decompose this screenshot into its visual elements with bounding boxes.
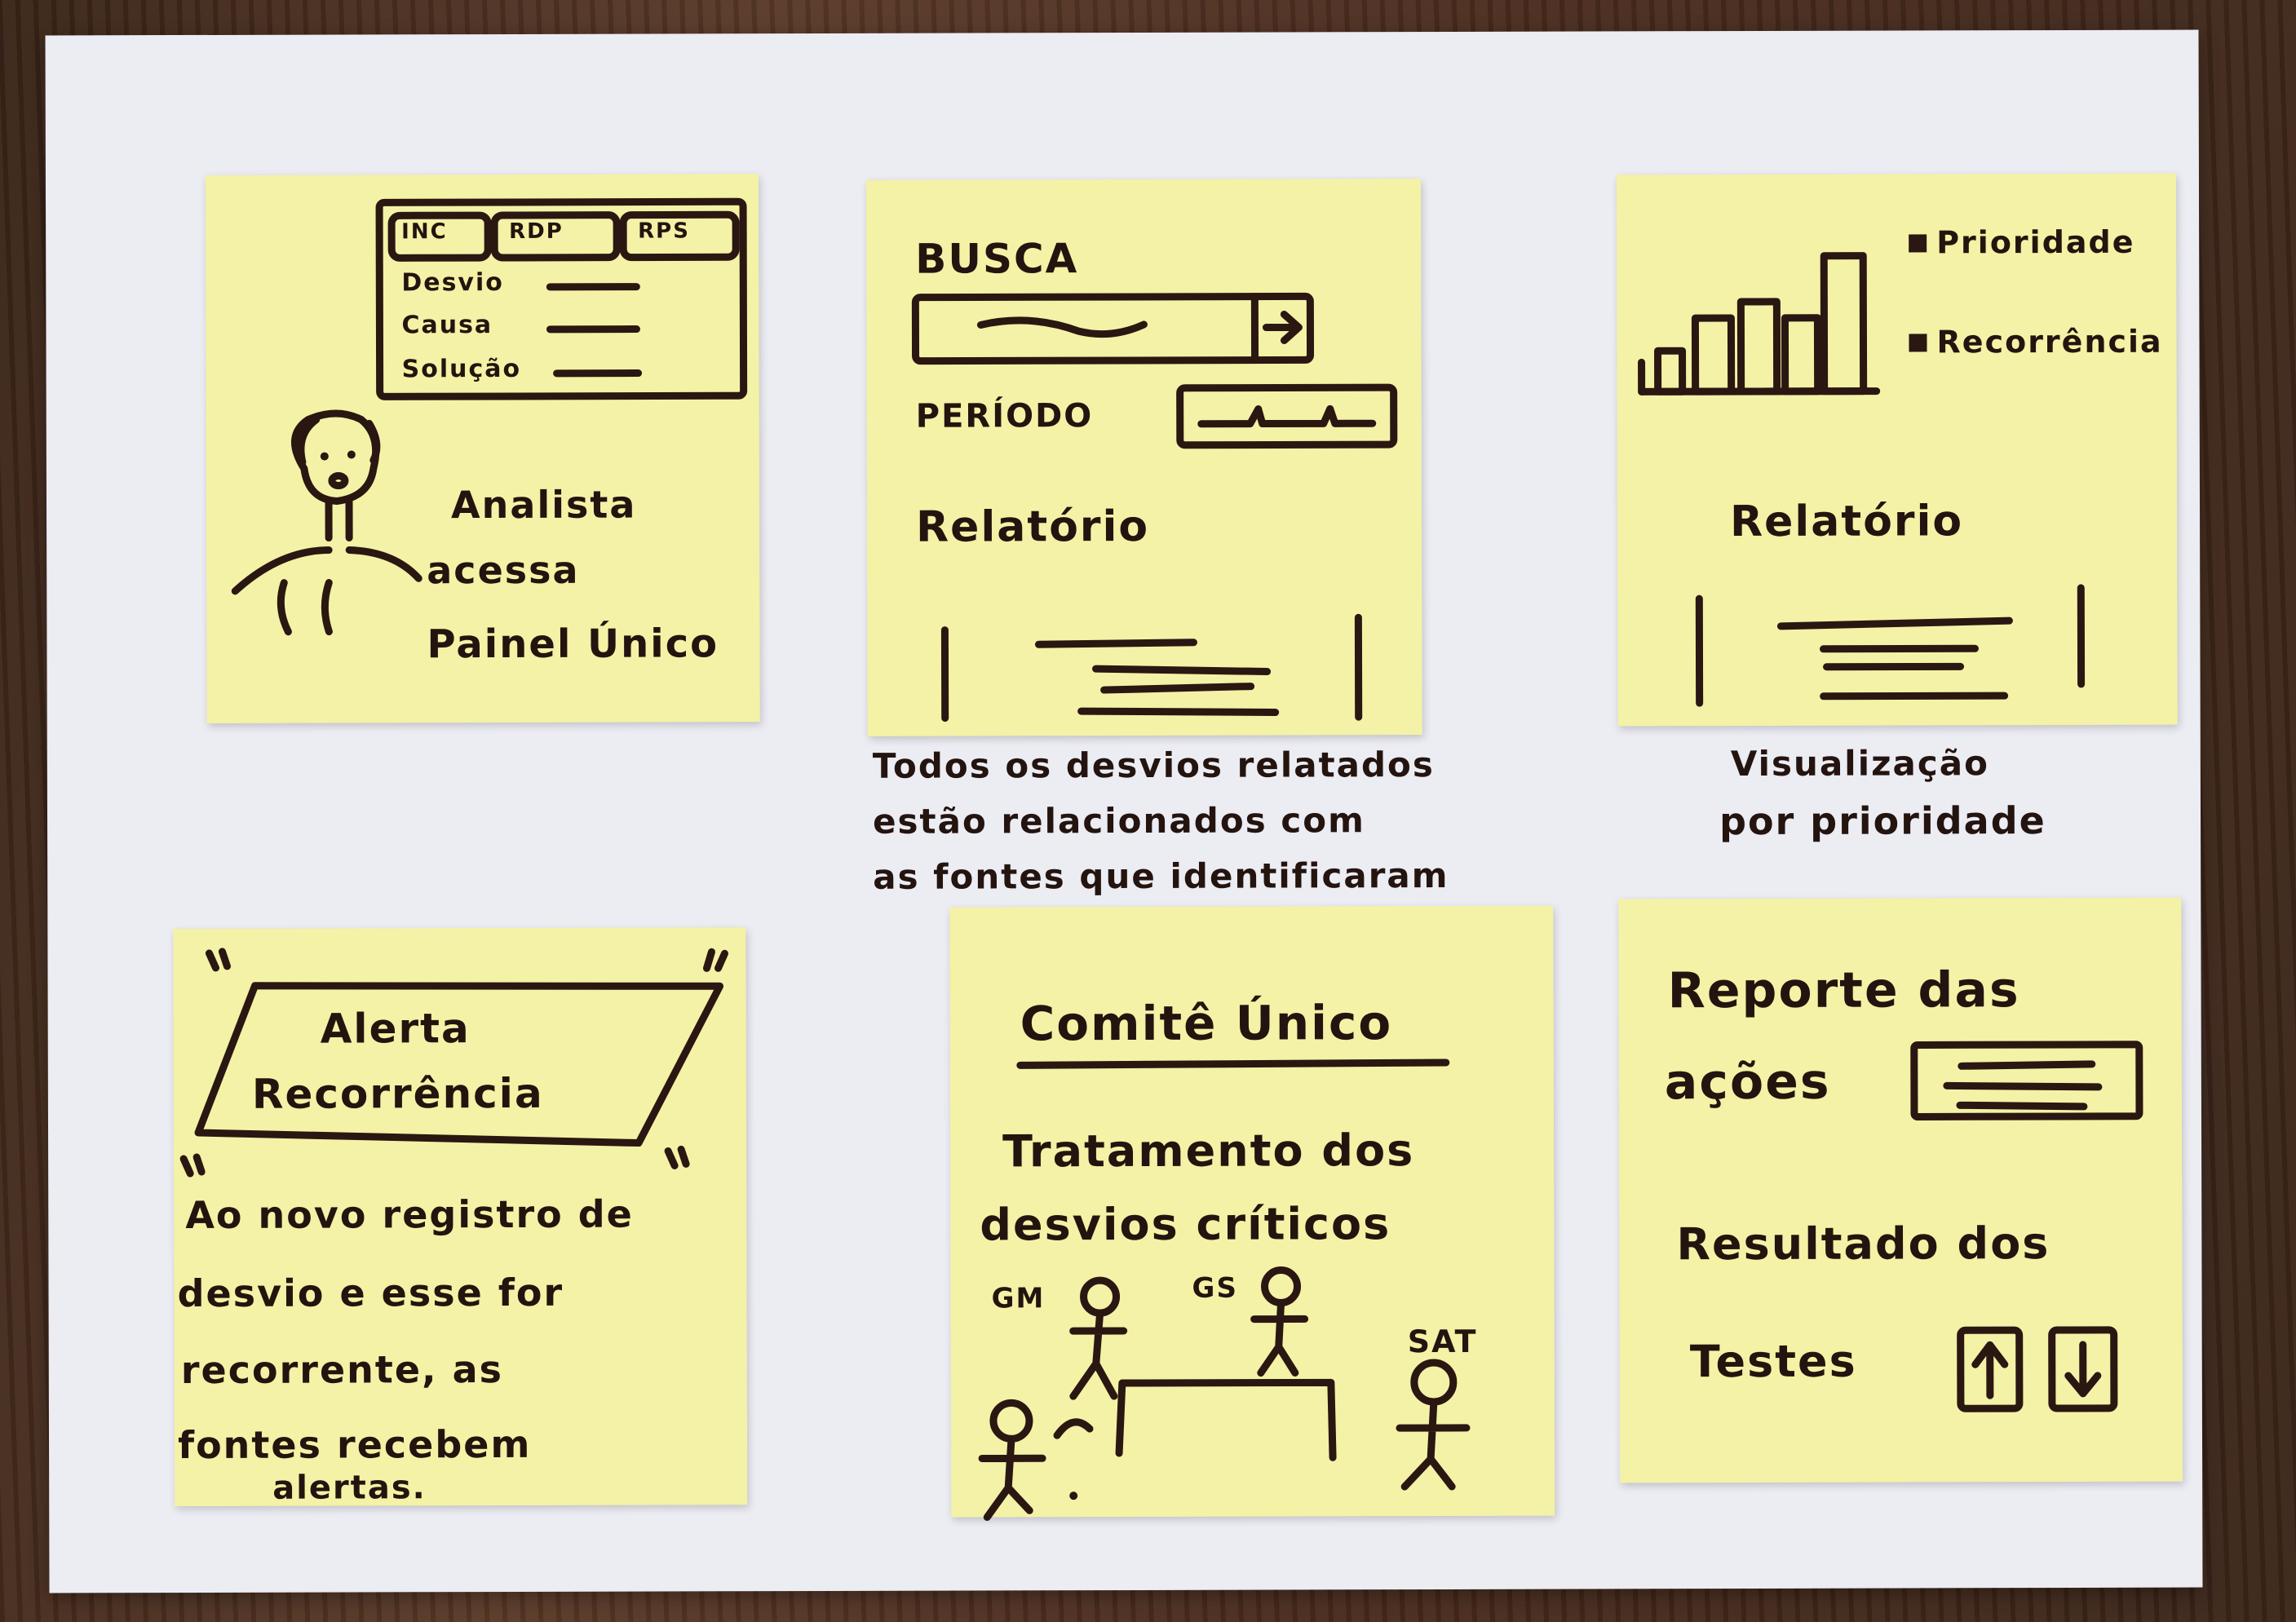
committee-title: Comitê Único bbox=[1020, 995, 1393, 1052]
legend-prioridade: Prioridade bbox=[1936, 223, 2135, 261]
report-title-line-1: Reporte das bbox=[1667, 961, 2020, 1020]
caption-visualizacao-line-1: Visualização bbox=[1730, 743, 1989, 784]
committee-subtitle-line-2: desvios críticos bbox=[980, 1198, 1391, 1251]
tab-label-rps: RPS bbox=[638, 219, 690, 244]
legend-recorrencia: Recorrência bbox=[1936, 323, 2163, 360]
sticky-note-prioridade: Prioridade Recorrência Relatório bbox=[1616, 173, 2178, 727]
alert-banner-subtitle: Recorrência bbox=[251, 1069, 544, 1118]
caption-acessa: acessa bbox=[427, 547, 580, 593]
caption-desvios-line-1: Todos os desvios relatados bbox=[872, 745, 1435, 786]
sticky-note-alerta: Alerta Recorrência Ao novo registro de d… bbox=[173, 927, 748, 1507]
report-title-line-2: ações bbox=[1664, 1053, 1831, 1112]
dashboard-sketch bbox=[231, 197, 748, 636]
alert-text-line-4: fontes recebem bbox=[177, 1421, 532, 1468]
report-actions-sketch bbox=[1910, 1041, 2143, 1412]
committee-subtitle-line-1: Tratamento dos bbox=[1002, 1125, 1415, 1178]
sticky-note-analista: INC RDP RPS Desvio Causa Solução Analist… bbox=[205, 174, 760, 723]
tab-label-rdp: RDP bbox=[509, 219, 564, 244]
search-report-sketch bbox=[911, 292, 1398, 723]
alert-text-line-2: desvio e esse for bbox=[177, 1270, 564, 1316]
caption-desvios-line-3: as fontes que identificaram bbox=[873, 855, 1449, 897]
period-label: PERÍODO bbox=[915, 397, 1094, 435]
tab-label-inc: INC bbox=[401, 219, 448, 245]
alert-text-line-1: Ao novo registro de bbox=[185, 1191, 634, 1238]
alert-text-line-3: recorrente, as bbox=[180, 1346, 504, 1393]
results-line-2: Testes bbox=[1689, 1335, 1857, 1388]
bar-chart-sketch bbox=[1638, 234, 2086, 707]
report-label: Relatório bbox=[916, 502, 1150, 552]
role-label-gs: GS bbox=[1192, 1271, 1238, 1305]
sticky-note-reporte: Reporte das ações Resultado dos Testes bbox=[1618, 897, 2183, 1483]
caption-analista: Analista bbox=[450, 482, 637, 528]
field-label-causa: Causa bbox=[401, 311, 493, 340]
caption-painel-unico: Painel Único bbox=[427, 621, 719, 668]
alert-banner-sketch bbox=[179, 948, 728, 1178]
caption-visualizacao-line-2: por prioridade bbox=[1719, 798, 2046, 844]
role-label-gm: GM bbox=[991, 1282, 1046, 1315]
caption-desvios-line-2: estão relacionados com bbox=[872, 800, 1365, 842]
results-line-1: Resultado dos bbox=[1676, 1218, 2050, 1271]
paper-sheet: INC RDP RPS Desvio Causa Solução Analist… bbox=[45, 29, 2203, 1593]
report-label: Relatório bbox=[1729, 497, 1964, 547]
role-label-sat: SAT bbox=[1407, 1323, 1478, 1360]
sticky-note-busca: BUSCA PERÍODO Relatório bbox=[865, 179, 1422, 736]
sticky-note-comite: Comitê Único Tratamento dos desvios crít… bbox=[949, 905, 1555, 1521]
field-label-desvio: Desvio bbox=[401, 267, 504, 298]
alert-banner-title: Alerta bbox=[320, 1005, 471, 1053]
field-label-solucao: Solução bbox=[401, 354, 522, 384]
alert-text-line-5: alertas. bbox=[272, 1469, 427, 1507]
search-label: BUSCA bbox=[915, 235, 1079, 283]
committee-sketch bbox=[978, 1058, 1471, 1521]
